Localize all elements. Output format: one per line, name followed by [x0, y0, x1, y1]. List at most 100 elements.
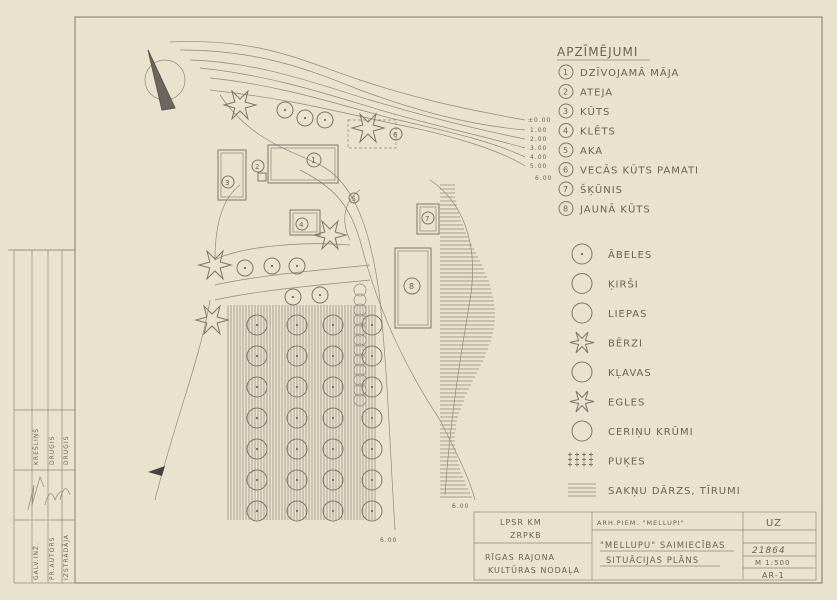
- legend-label: ĀBELES: [608, 248, 652, 261]
- contour-label: ±0.00: [528, 117, 551, 124]
- apple-tree-icon: [276, 101, 294, 119]
- svg-text:5: 5: [352, 196, 357, 203]
- legend-number: 6: [563, 166, 569, 175]
- contour-labels: ±0.00 1.00 2.00 3.00 4.00 5.00 6.00 6.00…: [380, 117, 552, 544]
- apple-tree-icon: [286, 500, 308, 522]
- trees: [194, 89, 386, 522]
- apple-tree-icon: [311, 286, 329, 304]
- birch-tree-icon: [569, 331, 595, 354]
- legend-label: ATEJA: [580, 88, 613, 99]
- legend-label: VECĀS KŪTS PAMATI: [580, 164, 699, 177]
- apple-tree-icon: [322, 345, 344, 367]
- apple-tree-icon: [361, 500, 383, 522]
- number-circle-icon: [558, 123, 574, 138]
- spruce-tree-icon: [194, 304, 230, 336]
- role-1: PR.AUTORS: [49, 537, 56, 580]
- apple-tree-icon: [246, 500, 268, 522]
- lilac-bush-icon: [353, 313, 367, 327]
- number-circle-icon: [558, 103, 574, 119]
- role-2: IZSTRĀDĀJA: [63, 534, 70, 580]
- number-circle-icon: [558, 84, 574, 99]
- legend-linden-tree-icon: LIEPAS: [571, 302, 647, 324]
- contour-label: 5.00: [530, 163, 547, 170]
- svg-text:8: 8: [409, 282, 415, 291]
- legend-maple-tree-icon: KĻAVAS: [571, 361, 651, 383]
- flowers-icon: [568, 452, 593, 467]
- spruce-tree-icon: [569, 390, 595, 413]
- marker-icon: [148, 466, 165, 476]
- svg-text:4: 4: [299, 221, 304, 229]
- lilac-bush-icon: [353, 293, 367, 307]
- legend-cherry-tree-icon: ĶIRŠI: [571, 273, 639, 294]
- vegetable-garden-icon: [568, 483, 596, 497]
- legend-title: APZĪMĒJUMI: [557, 45, 638, 59]
- apple-tree-icon: [322, 438, 344, 460]
- monument: ARH.PIEM. "MELLUPI": [597, 519, 685, 527]
- legend-apple-tree-icon: ĀBELES: [571, 243, 652, 265]
- lilac-bush-icon: [353, 303, 367, 317]
- contour-label: 6.00: [452, 503, 469, 510]
- north-arrow-icon: [144, 49, 186, 111]
- apple-tree-icon: [246, 345, 268, 367]
- legend-label: LIEPAS: [608, 309, 647, 320]
- name-2: DRUĢIS: [63, 436, 70, 465]
- apple-tree-icon: [286, 438, 308, 460]
- org-3: RĪGAS RAJONA: [485, 552, 555, 562]
- title-1: "MELLUPU" SAIMIECĪBAS: [600, 540, 725, 551]
- spruce-tree-icon: [350, 112, 386, 144]
- apple-tree-icon: [246, 407, 268, 429]
- lilac-bush-icon: [353, 323, 367, 337]
- contour-label: 1.00: [530, 127, 547, 134]
- title-block: LPSR KM ZRPKB RĪGAS RAJONA KULTŪRAS NODA…: [473, 511, 817, 581]
- org-1: LPSR KM: [500, 518, 542, 527]
- title-2: SITUĀCIJAS PLĀNS: [606, 555, 699, 566]
- legend-label: EGLES: [608, 398, 645, 409]
- apple-tree-icon: [322, 500, 344, 522]
- svg-text:2: 2: [255, 163, 260, 171]
- apple-tree-icon: [322, 376, 344, 398]
- legend-label: BĒRZI: [608, 337, 643, 350]
- lilac-bush-icon: [353, 353, 367, 367]
- sheet-number: AR-1: [762, 571, 785, 580]
- legend-number: 7: [563, 185, 569, 194]
- svg-text:3: 3: [225, 179, 230, 187]
- drawing-frame: [74, 16, 823, 584]
- apple-tree-icon: [246, 469, 268, 491]
- legend-birch-tree-icon: BĒRZI: [569, 331, 643, 354]
- legend-lilac-bush-icon: CERIŅU KRŪMI: [571, 420, 694, 442]
- svg-text:6: 6: [393, 131, 398, 139]
- scale: M 1:500: [755, 559, 790, 567]
- apple-tree-icon: [322, 469, 344, 491]
- apple-tree-icon: [361, 407, 383, 429]
- role-0: GALV.INŽ.: [32, 542, 40, 580]
- contour-label: 2.00: [530, 136, 547, 143]
- legend-label: KLĒTS: [580, 125, 616, 138]
- contour-label: 6.00: [535, 175, 552, 182]
- name-1: DRUĢIS: [49, 436, 56, 465]
- apple-tree-icon: [246, 438, 268, 460]
- legend-item-2: 2 ATEJA: [558, 84, 613, 99]
- legend-number: 3: [563, 107, 569, 116]
- apple-tree-icon: [284, 288, 302, 306]
- contour-label: 4.00: [530, 154, 547, 161]
- legend-label: ĶIRŠI: [608, 278, 639, 291]
- apple-tree-icon: [361, 469, 383, 491]
- maple-tree-icon: [571, 361, 593, 383]
- legend-label: SAKŅU DĀRZS, TĪRUMI: [608, 484, 741, 497]
- contour-lines: [154, 41, 526, 531]
- legend-label: CERIŅU KRŪMI: [608, 425, 694, 438]
- contour-label: 3.00: [530, 145, 547, 152]
- legend-label: DZĪVOJAMĀ MĀJA: [580, 66, 679, 79]
- buildings: 1 2 3 4 5 6 7 8: [217, 119, 440, 329]
- name-0: KREŠLIŅŠ: [33, 428, 40, 465]
- svg-text:7: 7: [425, 215, 430, 223]
- legend-number: 2: [563, 88, 569, 97]
- lilac-bush-icon: [353, 343, 367, 357]
- apple-tree-icon: [361, 376, 383, 398]
